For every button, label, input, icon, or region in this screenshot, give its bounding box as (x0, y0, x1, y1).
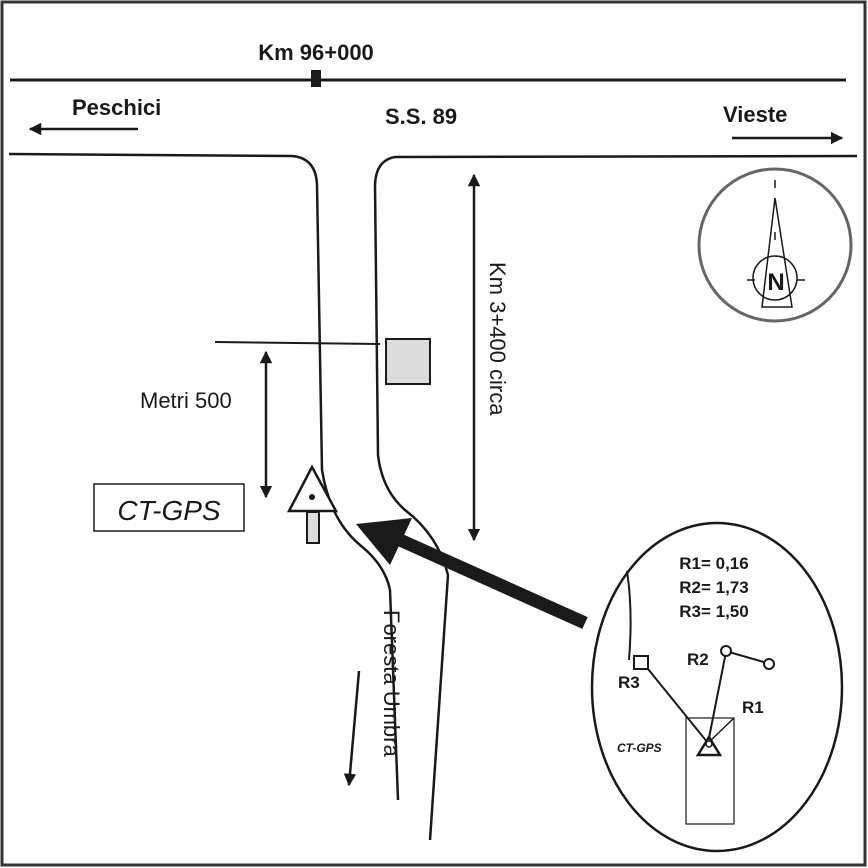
r3-marker-icon (633, 655, 649, 670)
r2-marker-icon (720, 645, 732, 657)
station-marker-icon (286, 464, 339, 544)
inset-label-station: CT-GPS (617, 741, 662, 755)
station-name-label: CT-GPS (117, 495, 221, 526)
building-icon (385, 338, 431, 385)
inset-label-r3: R3 (618, 673, 640, 692)
km-marker-post (311, 70, 321, 87)
km-marker-label: Km 96+000 (258, 40, 374, 65)
foresta-umbra-arrow (343, 670, 361, 787)
vieste-label: Vieste (723, 102, 787, 127)
inset-label-r1: R1 (742, 698, 764, 717)
inset-ref-r3: R3= 1,50 (679, 602, 748, 621)
inset-station-icon (695, 734, 723, 757)
foresta-umbra-label: Foresta Umbra (379, 610, 404, 757)
compass-rose-icon: N (697, 167, 853, 323)
road-name-label: S.S. 89 (385, 104, 457, 129)
detail-inset: R1= 0,16 R2= 1,73 R3= 1,50 R3 R2 R1 CT-G… (590, 521, 844, 853)
road-east-edge (373, 154, 858, 841)
north-label: N (767, 269, 784, 296)
detail-pointer-arrow (356, 518, 588, 629)
road-west-edge (8, 152, 400, 801)
reference-line (214, 341, 381, 345)
r2b-marker-icon (763, 658, 775, 670)
station-name-box (93, 483, 245, 532)
inset-label-r2: R2 (687, 650, 709, 669)
peschici-label: Peschici (72, 95, 161, 120)
distance-label-km: Km 3+400 circa (485, 262, 510, 416)
inset-ref-r1: R1= 0,16 (679, 554, 748, 573)
inset-ref-r2: R2= 1,73 (679, 578, 748, 597)
distance-label-500m: Metri 500 (140, 388, 232, 413)
